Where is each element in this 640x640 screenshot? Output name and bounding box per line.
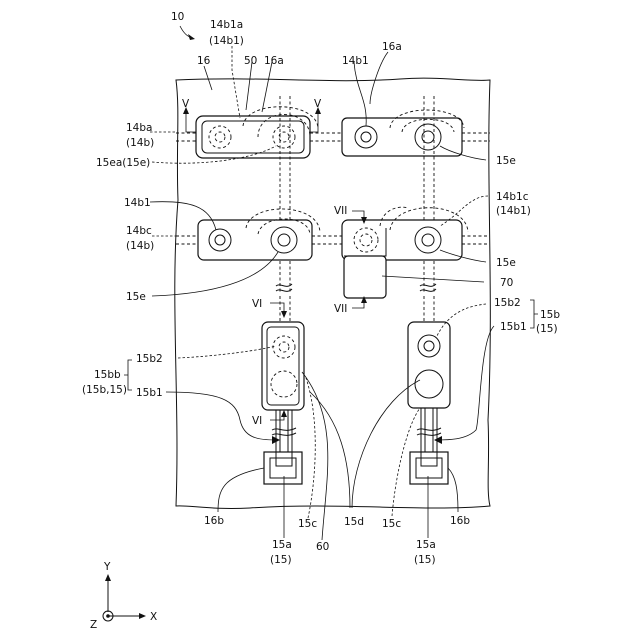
label-15-right-sub: (15) (536, 323, 558, 335)
leader-15b1-right-head (434, 436, 442, 444)
pad-14ba-outer (196, 116, 310, 158)
label-14bc: 14bc (126, 225, 152, 237)
axis-label-y: Y (103, 561, 111, 573)
label-14bc-sub: (14b) (126, 240, 154, 252)
label-16b-left: 16b (204, 515, 224, 527)
label-60: 60 (316, 541, 329, 553)
pad-row1-right (342, 118, 462, 156)
label-16a-top-left: 16a (264, 55, 284, 67)
label-15b1-right: 15b1 (500, 321, 527, 333)
figure-ref-arrowhead (188, 34, 195, 40)
leader-15d-a (310, 392, 350, 508)
axis-x-head (139, 613, 146, 619)
label-16a-top-right: 16a (382, 41, 402, 53)
label-15b2-left: 15b2 (136, 353, 163, 365)
label-15bb-sub: (15b,15) (82, 384, 127, 396)
label-15e-row1: 15e (496, 155, 516, 167)
leader-50 (246, 62, 252, 110)
label-15d: 15d (344, 516, 364, 528)
label-15a-left: 15a (272, 539, 292, 551)
label-V-left: V (182, 98, 190, 110)
axis-label-z: Z (90, 619, 97, 631)
section-V-right (310, 112, 318, 132)
label-70: 70 (500, 277, 513, 289)
label-VI-top: VI (252, 298, 262, 310)
component-70 (344, 256, 386, 298)
leader-16a-top-left (262, 62, 272, 112)
leader-16b-right (448, 468, 458, 512)
label-14b1a: 14b1a (210, 19, 243, 31)
label-15e-row2-right: 15e (496, 257, 516, 269)
leader-16b-left (218, 468, 264, 512)
label-VI-bottom: VI (252, 415, 262, 427)
label-V-right: V (314, 98, 322, 110)
label-15c-left: 15c (298, 518, 317, 530)
section-VI-top-head (281, 311, 287, 318)
label-14b1a-sub: (14b1) (209, 35, 244, 47)
label-14b1c: 14b1c (496, 191, 529, 203)
label-15ea: 15ea(15e) (96, 157, 150, 169)
axis-label-x: X (150, 611, 157, 623)
leader-16a-top-right (370, 52, 388, 104)
label-15e-row2-left: 15e (126, 291, 146, 303)
leader-15c-left (306, 378, 315, 518)
label-15bb: 15bb (94, 369, 121, 381)
section-V-left (186, 112, 196, 132)
label-15a-right-sub: (15) (414, 554, 436, 566)
label-15c-right: 15c (382, 518, 401, 530)
label-15b1-left: 15b1 (136, 387, 163, 399)
leader-14b1-top-right (354, 62, 366, 126)
break-mark-left (276, 284, 292, 291)
figure-number: 10 (171, 11, 184, 23)
label-15b: 15b (540, 309, 560, 321)
pad-15bb-outer (262, 322, 304, 410)
label-VII-top: VII (334, 205, 347, 217)
leader-16-top (204, 66, 212, 90)
leader-14b1a (232, 46, 240, 118)
label-VII-bottom: VII (334, 303, 347, 315)
label-15b2-right: 15b2 (494, 297, 521, 309)
label-16-top: 16 (197, 55, 211, 67)
axis-y-head (105, 574, 111, 581)
axis-z-dot (106, 614, 110, 618)
leader-70 (382, 276, 484, 282)
break-mark-right (420, 284, 436, 291)
leader-15b2-left (178, 346, 276, 358)
label-14ba-sub: (14b) (126, 137, 154, 149)
label-15a-right: 15a (416, 539, 436, 551)
label-14b1c-sub: (14b1) (496, 205, 531, 217)
section-VI-bottom-head (281, 410, 287, 417)
label-14ba: 14ba (126, 122, 152, 134)
label-16b-right: 16b (450, 515, 470, 527)
label-50: 50 (244, 55, 257, 67)
label-15a-left-sub: (15) (270, 554, 292, 566)
label-14b1-row2: 14b1 (124, 197, 151, 209)
label-14b1-top-right: 14b1 (342, 55, 369, 67)
